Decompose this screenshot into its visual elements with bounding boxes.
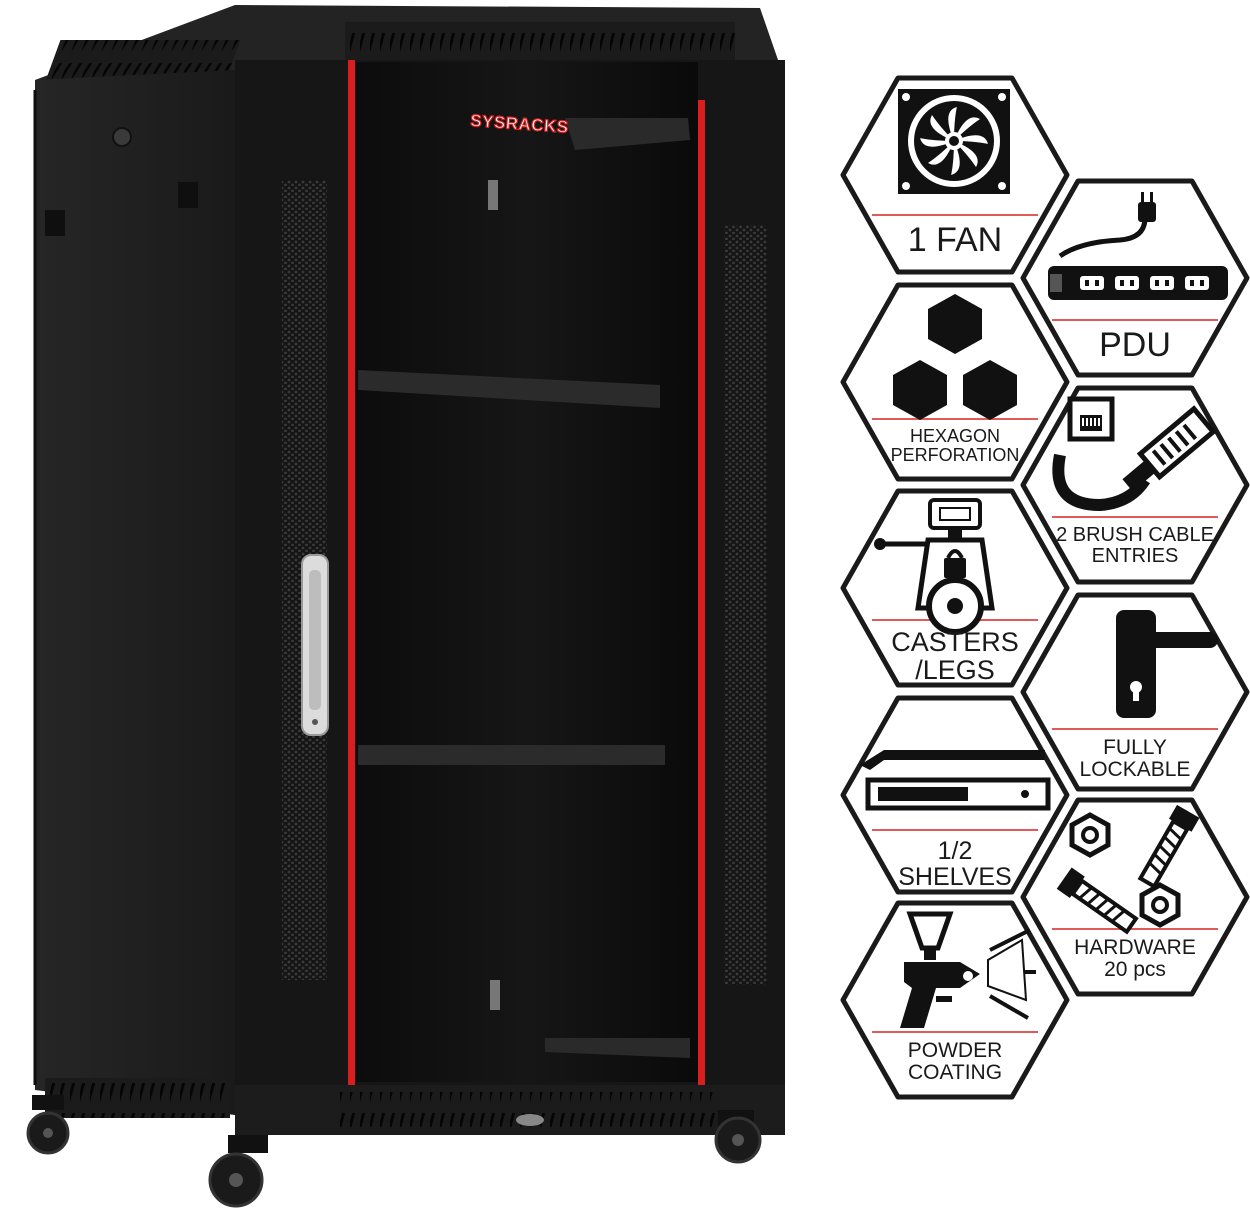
feature-label-line: ENTRIES <box>1091 545 1179 567</box>
side-vent-bottom <box>45 1078 230 1118</box>
feature-pdu: PDU <box>1020 178 1250 378</box>
shelf-upper <box>358 370 660 408</box>
feature-label-line: 1 FAN <box>907 221 1003 259</box>
feature-fan: 1 FAN <box>840 75 1070 275</box>
feature-label-line: 1/2 <box>937 837 973 865</box>
side-latch-left <box>45 210 65 236</box>
caster-back-left <box>26 1095 70 1155</box>
caster-center <box>516 1114 544 1126</box>
feature-label: 1 FAN <box>870 221 1040 259</box>
hexagon-frame <box>840 282 1070 482</box>
mount-rail-top <box>488 180 498 210</box>
perforation-right <box>724 225 767 985</box>
caster-front-right <box>714 1110 762 1164</box>
keyhole-icon <box>312 719 318 725</box>
feature-label-line: PDU <box>1099 326 1171 364</box>
glass-door <box>356 62 698 1082</box>
base-vent <box>545 1038 690 1058</box>
server-rack-cabinet: SYSRACKS <box>26 5 785 1208</box>
hexagons-icon <box>893 294 1017 420</box>
shelf-lower <box>358 745 665 765</box>
spray-gun-icon <box>900 911 1036 1028</box>
feature-label-line: HARDWARE <box>1074 936 1196 959</box>
screws-nuts-icon <box>1056 804 1200 935</box>
feature-label-line: /LEGS <box>915 655 995 686</box>
door-red-trim-right <box>698 100 705 1085</box>
feature-casters: CASTERS/LEGS <box>840 488 1070 688</box>
feature-label-line: CASTERS <box>891 627 1019 657</box>
feature-label-line: HEXAGON <box>909 426 1001 446</box>
power-strip-icon <box>1048 192 1228 300</box>
feature-label-line: LOCKABLE <box>1079 758 1191 782</box>
feature-label: PDU <box>1050 326 1220 364</box>
feature-label: CASTERS/LEGS <box>870 628 1040 685</box>
mount-rail-bottom <box>490 980 500 1010</box>
feature-label-line: 20 pcs <box>1104 958 1166 982</box>
caster-front-left <box>208 1135 268 1208</box>
feature-label-line: PERFORATION <box>890 444 1020 465</box>
feature-label-line: SHELVES <box>898 863 1012 892</box>
top-vent-front <box>345 22 735 62</box>
feature-label-line: 2 BRUSH CABLE <box>1056 524 1214 546</box>
door-red-trim-left <box>348 60 355 1085</box>
ethernet-cable-icon <box>1052 396 1217 512</box>
feature-label-line: COATING <box>907 1061 1003 1085</box>
side-panel <box>35 70 235 1115</box>
side-latch-right <box>178 182 198 208</box>
side-lock <box>112 127 132 147</box>
caster-wheel-icon <box>874 498 995 635</box>
door-handle-icon <box>1116 610 1218 718</box>
fan-icon <box>898 89 1010 194</box>
feature-label-line: FULLY <box>1103 736 1167 759</box>
fan-bracket <box>565 118 690 150</box>
shelf-icon <box>860 750 1051 811</box>
feature-label-line: POWDER <box>907 1039 1003 1062</box>
